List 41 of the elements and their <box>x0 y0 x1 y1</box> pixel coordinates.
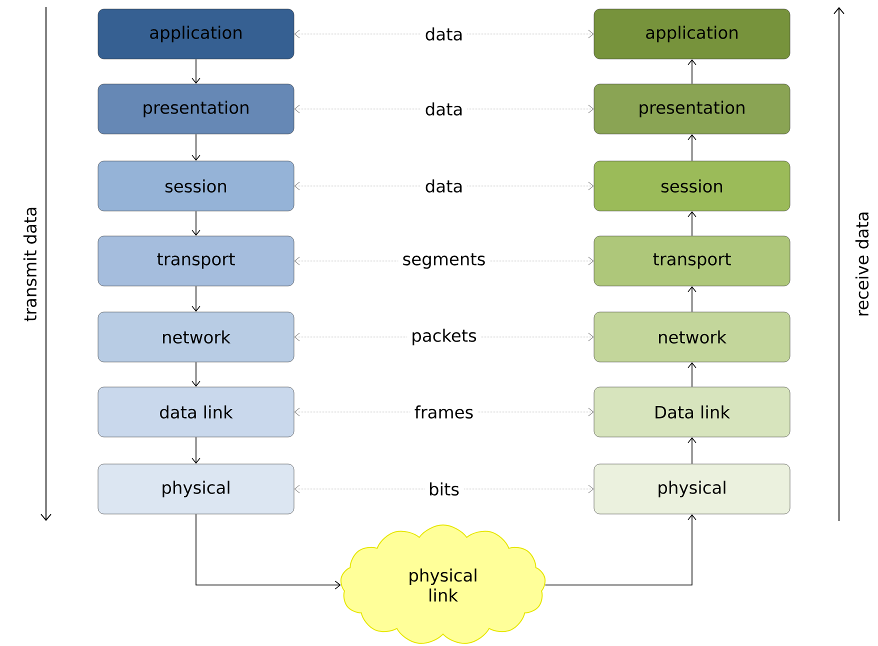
arrow <box>192 58 200 84</box>
arrow <box>294 484 594 494</box>
arrow <box>196 514 341 590</box>
layer-box: presentation <box>594 84 790 134</box>
arrow <box>544 514 696 586</box>
arrow <box>688 211 696 236</box>
side-label: receive data <box>855 212 869 316</box>
edge-label: packets <box>407 324 481 350</box>
arrow <box>192 210 200 236</box>
layer-box: physical <box>98 464 294 514</box>
edge-label: segments <box>398 249 490 273</box>
arrow <box>688 437 696 464</box>
layer-box: transport <box>98 236 294 286</box>
layer-box: network <box>594 312 790 362</box>
arrow <box>294 182 594 190</box>
layer-box: application <box>98 8 294 60</box>
arrow <box>688 362 696 388</box>
layer-box: Data link <box>594 386 790 438</box>
arrow <box>192 134 200 161</box>
arrow <box>192 362 200 387</box>
arrow <box>192 286 200 312</box>
layer-box: network <box>98 312 294 362</box>
arrow <box>294 30 594 38</box>
edge-label: data <box>420 175 468 197</box>
layer-box: presentation <box>98 84 294 134</box>
arrow <box>192 436 200 464</box>
arrow <box>688 134 696 162</box>
layer-box: session <box>98 160 294 212</box>
layer-box: session <box>594 160 790 212</box>
edge-label: data <box>420 98 468 120</box>
layer-box: data link <box>98 386 294 438</box>
side-label: transmit data <box>23 208 37 322</box>
layer-box: application <box>594 8 790 60</box>
edge-label: frames <box>410 401 478 423</box>
edge-label: data <box>420 23 468 45</box>
edge-label: bits <box>424 478 464 500</box>
layer-box: physical <box>594 464 790 514</box>
layer-box: transport <box>594 236 790 286</box>
arrow <box>688 59 696 84</box>
arrow <box>294 104 594 114</box>
arrow <box>688 286 696 312</box>
